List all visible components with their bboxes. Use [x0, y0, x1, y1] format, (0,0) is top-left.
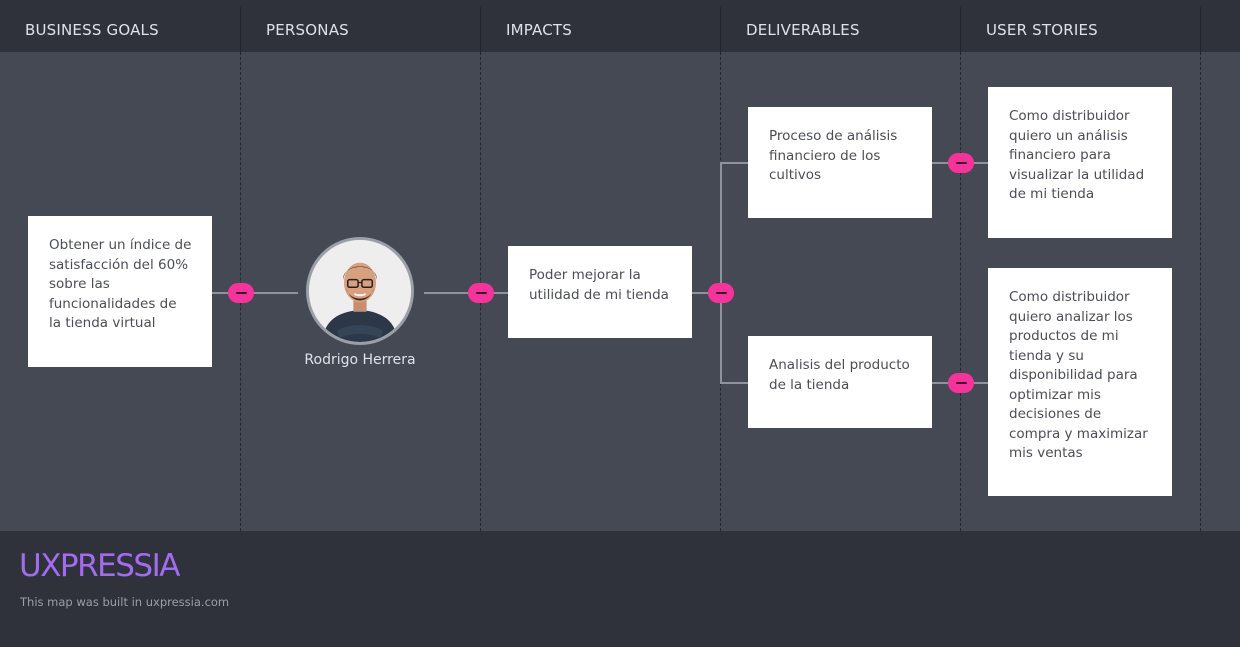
header-divider	[480, 7, 481, 52]
header-divider	[720, 7, 721, 52]
persona-name: Rodrigo Herrera	[304, 352, 416, 368]
footer: UXPRESSIA This map was built in uxpressi…	[0, 531, 1240, 647]
collapse-toggle-icon[interactable]	[948, 153, 974, 173]
person-avatar-icon	[306, 237, 414, 345]
deliverable-text: Analisis del producto de la tienda	[769, 357, 910, 393]
column-divider	[1200, 52, 1201, 531]
user-story-text: Como distribuidor quiero analizar los pr…	[1009, 289, 1148, 461]
connector-line	[720, 382, 748, 384]
deliverable-text: Proceso de análisis financiero de los cu…	[769, 128, 898, 183]
column-header-user-stories: USER STORIES	[986, 20, 1098, 39]
impact-text: Poder mejorar la utilidad de mi tienda	[529, 267, 669, 303]
collapse-toggle-icon[interactable]	[228, 283, 254, 303]
business-goal-card[interactable]: Obtener un índice de satisfacción del 60…	[28, 216, 212, 367]
column-header-bar: BUSINESS GOALS PERSONAS IMPACTS DELIVERA…	[0, 7, 1240, 52]
header-divider	[960, 7, 961, 52]
collapse-toggle-icon[interactable]	[948, 373, 974, 393]
footer-note: This map was built in uxpressia.com	[20, 595, 230, 609]
column-header-deliverables: DELIVERABLES	[746, 20, 860, 39]
column-header-personas: PERSONAS	[266, 20, 349, 39]
header-divider	[240, 7, 241, 52]
connector-line	[424, 292, 508, 294]
connector-line	[692, 292, 720, 294]
connector-line	[720, 162, 748, 164]
user-story-card[interactable]: Como distribuidor quiero un análisis fin…	[988, 87, 1172, 238]
user-story-text: Como distribuidor quiero un análisis fin…	[1009, 108, 1145, 202]
top-strip	[0, 0, 1240, 7]
deliverable-card[interactable]: Proceso de análisis financiero de los cu…	[748, 107, 932, 218]
persona-card[interactable]: Rodrigo Herrera	[300, 237, 420, 371]
collapse-toggle-icon[interactable]	[708, 283, 734, 303]
impact-map-board: Obtener un índice de satisfacción del 60…	[0, 52, 1240, 531]
connector-line	[212, 292, 298, 294]
business-goal-text: Obtener un índice de satisfacción del 60…	[49, 237, 192, 331]
column-header-impacts: IMPACTS	[506, 20, 573, 39]
collapse-toggle-icon[interactable]	[468, 283, 494, 303]
deliverable-card[interactable]: Analisis del producto de la tienda	[748, 336, 932, 428]
uxpressia-logo[interactable]: UXPRESSIA	[19, 548, 180, 584]
column-header-business-goals: BUSINESS GOALS	[25, 20, 159, 39]
impact-card[interactable]: Poder mejorar la utilidad de mi tienda	[508, 246, 692, 338]
connector-branch-line	[720, 162, 722, 384]
user-story-card[interactable]: Como distribuidor quiero analizar los pr…	[988, 268, 1172, 496]
column-divider	[960, 52, 961, 531]
header-divider	[1200, 7, 1201, 52]
